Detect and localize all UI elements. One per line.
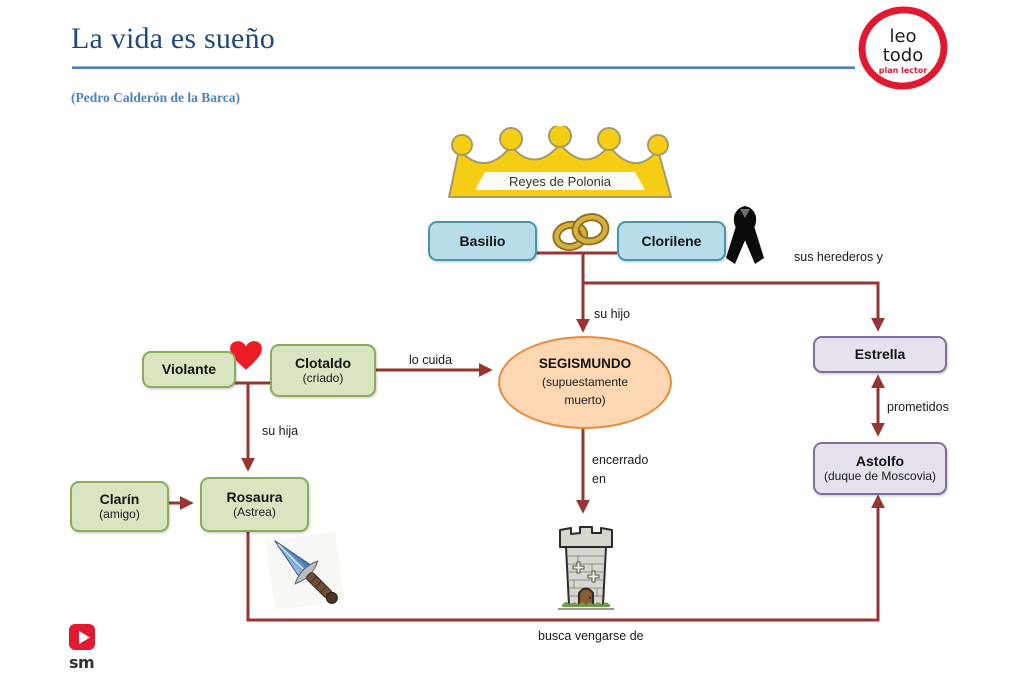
node-estrella: Estrella — [813, 336, 947, 373]
logo-text-2: todo — [883, 45, 924, 66]
node-label: SEGISMUNDO — [538, 356, 632, 371]
page-title: La vida es sueño — [71, 22, 275, 55]
edge-label-prometidos: prometidos — [887, 400, 949, 414]
edge-label-sus-herederos: sus herederos y — [794, 250, 883, 264]
wedding-rings-icon — [550, 211, 612, 260]
node-clorilene: Clorilene — [617, 221, 726, 261]
node-label: Basilio — [459, 232, 506, 249]
node-clarin: Clarín (amigo) — [70, 481, 169, 532]
title-underline — [72, 66, 855, 69]
edge-label-su-hija: su hija — [262, 424, 299, 438]
node-segismundo: SEGISMUNDO (supuestamente muerto) — [498, 336, 672, 429]
edge-label-lo-cuida: lo cuida — [409, 353, 453, 367]
edge-label-encerrado-line1: encerrado — [592, 453, 649, 467]
edge-label-busca-vengarse: busca vengarse de — [538, 629, 644, 643]
dagger-icon — [258, 524, 353, 624]
node-label: Violante — [161, 361, 217, 378]
edge-label-su-hijo: su hijo — [594, 307, 631, 321]
mourning-ribbon-icon — [722, 204, 768, 273]
crown-icon: Reyes de Polonia — [437, 124, 683, 207]
tower-icon — [542, 520, 630, 620]
node-sublabel: (supuestamente muerto) — [541, 375, 629, 407]
node-label: Clorilene — [641, 232, 702, 249]
node-sublabel: (criado) — [302, 371, 344, 386]
node-label: Estrella — [854, 346, 906, 363]
crown-label: Reyes de Polonia — [509, 174, 612, 189]
node-sublabel: (duque de Moscovia) — [823, 469, 937, 484]
node-label: Rosaura — [226, 488, 283, 505]
sm-logo: sm — [66, 622, 126, 674]
node-rosaura: Rosaura (Astrea) — [200, 477, 309, 532]
node-sublabel: (amigo) — [99, 507, 140, 522]
node-astolfo: Astolfo (duque de Moscovia) — [813, 442, 947, 495]
author-subtitle: (Pedro Calderón de la Barca) — [71, 90, 240, 105]
node-basilio: Basilio — [428, 221, 537, 261]
node-sublabel: (Astrea) — [233, 505, 276, 520]
leo-todo-logo: leo todo plan lector — [856, 5, 950, 93]
heart-icon — [228, 340, 264, 377]
node-label: Clarín — [99, 490, 140, 507]
edge-label-encerrado: encerrado en — [592, 451, 648, 489]
node-label: Clotaldo — [295, 354, 351, 371]
logo-tagline: plan lector — [879, 66, 928, 75]
node-violante: Violante — [142, 351, 236, 388]
logo-text-1: leo — [889, 26, 916, 47]
edge-label-encerrado-line2: en — [592, 472, 606, 486]
node-clotaldo: Clotaldo (criado) — [270, 344, 376, 397]
sm-logo-text: sm — [69, 653, 94, 672]
node-label: Astolfo — [855, 452, 905, 469]
